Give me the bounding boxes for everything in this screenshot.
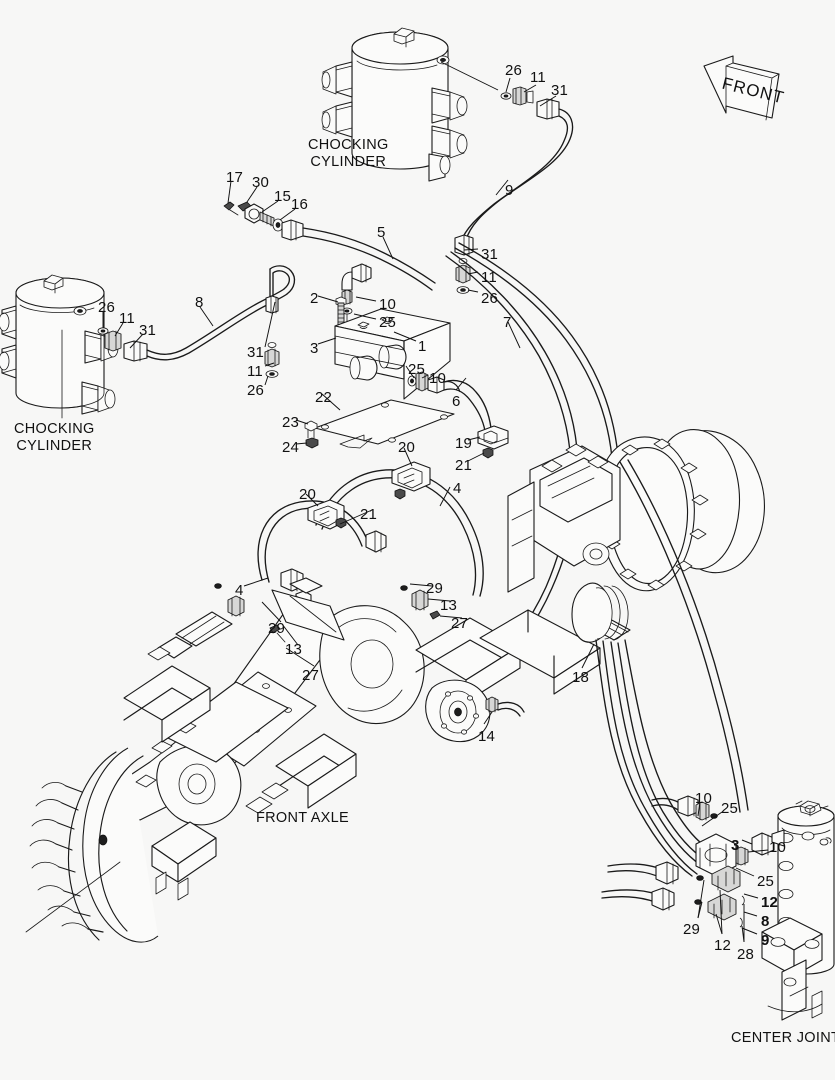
clamp-20-left xyxy=(307,499,347,530)
callout-number-29: 29 xyxy=(683,921,701,938)
callout-number-9: 9 xyxy=(761,932,770,949)
caption-front-axle: FRONT AXLE xyxy=(256,810,349,827)
callout-number-8: 8 xyxy=(761,913,770,930)
tube-5 xyxy=(302,227,436,291)
callout-number-28: 28 xyxy=(737,946,755,963)
center-joint-fittings xyxy=(601,795,785,928)
mount-plate-22 xyxy=(304,399,455,449)
callout-number-25: 25 xyxy=(721,800,739,817)
hose-bundle-to-center-joint xyxy=(595,639,711,877)
valve-block-1 xyxy=(334,308,451,400)
callout-number-11: 11 xyxy=(481,269,497,286)
callout-number-17: 17 xyxy=(226,169,244,186)
callout-number-26: 26 xyxy=(481,290,499,307)
callout-number-30: 30 xyxy=(252,174,270,191)
caption-line-1: CHOCKING xyxy=(308,137,389,153)
callout-number-26: 26 xyxy=(247,382,265,399)
callout-number-25: 25 xyxy=(757,873,775,890)
callout-number-13: 13 xyxy=(285,641,303,658)
chocking-cylinder-left-illustration xyxy=(0,274,119,419)
caption-line-2: CYLINDER xyxy=(16,438,93,455)
callout-number-20: 20 xyxy=(398,439,416,456)
callout-number-10: 10 xyxy=(769,839,787,856)
callout-number-29: 29 xyxy=(426,580,444,597)
center-joint-illustration xyxy=(761,800,835,1021)
fitting-14 xyxy=(485,696,525,717)
hose-diagonal-right xyxy=(619,459,749,813)
callout-number-9: 9 xyxy=(505,182,514,199)
fitting-stack-left-vertical xyxy=(264,295,280,378)
callout-number-4: 4 xyxy=(235,582,244,599)
fitting-17-30-15-16 xyxy=(223,201,304,241)
fittings-13-27-29-right xyxy=(400,585,441,620)
front-axle-illustration xyxy=(25,595,631,943)
caption-line-1: FRONT AXLE xyxy=(256,810,349,826)
callout-number-27: 27 xyxy=(302,667,320,684)
callout-number-19: 19 xyxy=(455,435,473,452)
callout-number-7: 7 xyxy=(503,314,512,331)
callout-number-31: 31 xyxy=(247,344,265,361)
callout-number-21: 21 xyxy=(360,506,378,523)
chocking-cylinder-top-illustration xyxy=(321,27,468,182)
callout-number-14: 14 xyxy=(478,728,496,745)
hose-4-left xyxy=(257,500,369,583)
callout-number-26: 26 xyxy=(505,62,523,79)
callout-number-27: 27 xyxy=(451,615,469,632)
callout-number-20: 20 xyxy=(299,486,317,503)
fitting-stack-left xyxy=(97,327,148,362)
callout-number-8: 8 xyxy=(195,294,204,311)
callout-number-29: 29 xyxy=(268,620,286,637)
callout-number-10: 10 xyxy=(429,370,447,387)
callout-number-3: 3 xyxy=(731,837,740,854)
callout-number-31: 31 xyxy=(551,82,569,99)
elbow-fitting-upper xyxy=(341,263,372,337)
callout-number-6: 6 xyxy=(452,393,461,410)
fittings-13-27-29-left xyxy=(214,583,286,643)
hose-ends-4 xyxy=(280,530,387,609)
caption-line-1: CHOCKING xyxy=(14,421,95,437)
tube-9 xyxy=(460,108,574,243)
callout-number-4: 4 xyxy=(453,480,462,497)
callout-number-15: 15 xyxy=(274,188,292,205)
callout-number-11: 11 xyxy=(530,69,546,86)
callout-number-2: 2 xyxy=(310,290,319,307)
callout-number-1: 1 xyxy=(418,338,427,355)
callout-number-31: 31 xyxy=(139,322,157,339)
callout-number-10: 10 xyxy=(695,790,713,807)
callout-number-26: 26 xyxy=(98,299,116,316)
drive-motor-drum xyxy=(507,429,765,593)
hose-clamp-18 xyxy=(571,582,629,643)
front-direction-arrow: FRONT xyxy=(703,55,786,121)
callout-number-31: 31 xyxy=(481,246,499,263)
callout-number-25: 25 xyxy=(408,361,426,378)
callout-number-12: 12 xyxy=(714,937,732,954)
hose-4-right xyxy=(315,469,484,597)
leader-lines xyxy=(102,61,769,943)
caption-line-2: CYLINDER xyxy=(310,154,387,171)
callout-number-11: 11 xyxy=(247,363,263,380)
caption-center-joint: CENTER JOINT xyxy=(731,1030,835,1047)
callout-number-18: 18 xyxy=(572,669,590,686)
caption-line-1: CENTER JOINT xyxy=(731,1030,835,1046)
hose-7b xyxy=(454,242,619,459)
callout-number-11: 11 xyxy=(119,310,135,327)
callout-number-12: 12 xyxy=(761,894,779,911)
callout-number-22: 22 xyxy=(315,389,333,406)
callout-number-5: 5 xyxy=(377,224,386,241)
callout-number-24: 24 xyxy=(282,439,300,456)
callout-number-10: 10 xyxy=(379,296,397,313)
clamp-19 xyxy=(477,425,509,459)
callout-number-16: 16 xyxy=(291,196,309,213)
axle-upper-tube xyxy=(147,577,345,661)
callout-number-25: 25 xyxy=(379,314,397,331)
callout-number-13: 13 xyxy=(440,597,458,614)
hose-6 xyxy=(443,379,492,432)
callout-number-23: 23 xyxy=(282,414,300,431)
callout-number-3: 3 xyxy=(310,340,319,357)
clamp-20-right xyxy=(391,461,431,500)
callout-number-21: 21 xyxy=(455,457,473,474)
